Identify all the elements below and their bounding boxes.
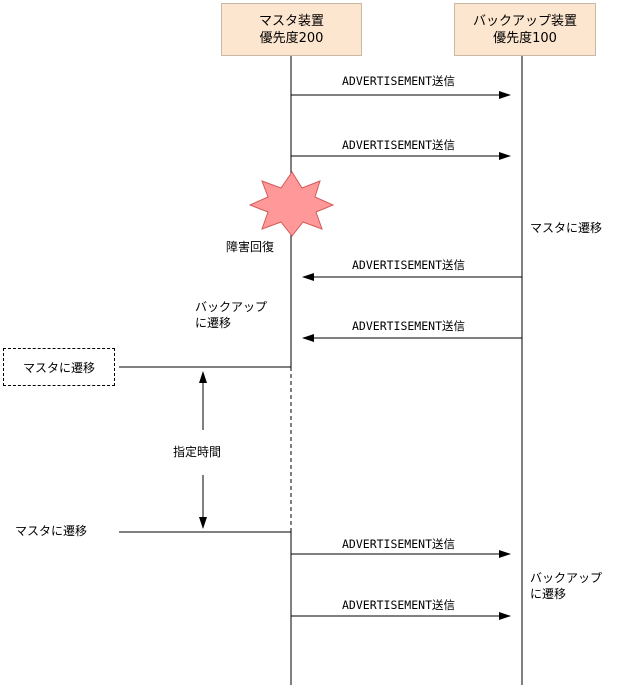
master-to-backup-line2: に遷移 [195, 316, 232, 330]
backup-device-priority: 優先度100 [493, 30, 557, 46]
message-label-1: ADVERTISEMENT送信 [342, 74, 456, 88]
master-device-name: マスタ装置 [258, 13, 324, 29]
backup-to-master-label: マスタに遷移 [530, 221, 603, 235]
backup-device-name: バックアップ装置 [472, 13, 577, 29]
failure-recovery-label: 障害回復 [226, 240, 275, 254]
master-to-backup-line1: バックアップ [195, 300, 268, 314]
dashed-transition-box: マスタに遷移 [3, 348, 115, 386]
backup-return-label: バックアップ に遷移 [530, 570, 602, 602]
message-label-6: ADVERTISEMENT送信 [342, 598, 456, 612]
interval-label: 指定時間 [173, 443, 222, 460]
master-transition-label: マスタに遷移 [15, 524, 88, 538]
master-device-node: マスタ装置 優先度200 [221, 3, 362, 56]
backup-return-line2: に遷移 [530, 587, 567, 601]
message-label-3: ADVERTISEMENT送信 [352, 258, 466, 272]
message-label-2: ADVERTISEMENT送信 [342, 138, 456, 152]
message-label-5: ADVERTISEMENT送信 [342, 537, 456, 551]
failure-burst-icon [248, 171, 335, 237]
master-to-backup-label: バックアップ に遷移 [195, 299, 267, 331]
message-label-4: ADVERTISEMENT送信 [352, 319, 466, 333]
backup-device-node: バックアップ装置 優先度100 [454, 3, 596, 56]
backup-return-line1: バックアップ [530, 571, 603, 585]
dashed-box-label: マスタに遷移 [22, 360, 95, 375]
master-device-priority: 優先度200 [259, 30, 324, 46]
